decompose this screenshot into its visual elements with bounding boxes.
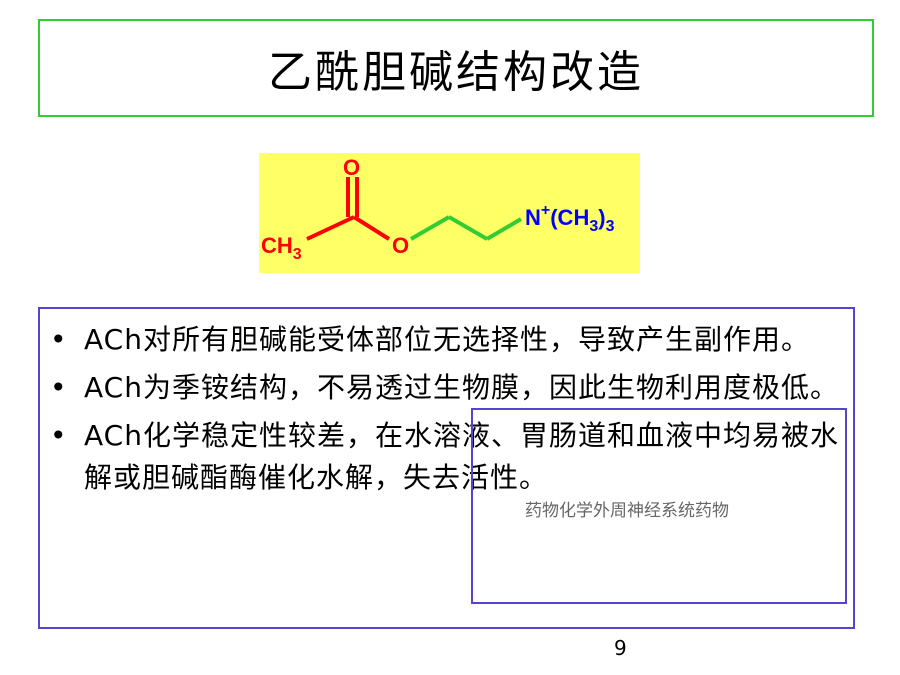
bond-o-ch2 bbox=[409, 215, 451, 241]
bullet-list: • ACh对所有胆碱能受体部位无选择性，导致产生副作用。 • ACh为季铵结构，… bbox=[40, 319, 853, 505]
structure-drawing: O O CH3 N+(CH3)3 bbox=[261, 155, 615, 263]
atom-ch3: CH3 bbox=[261, 233, 302, 263]
overlay-frame bbox=[471, 408, 847, 604]
bond-c-o-ester bbox=[352, 215, 391, 241]
bullet-text: ACh对所有胆碱能受体部位无选择性，导致产生副作用。 bbox=[84, 323, 810, 356]
atom-n-trimethyl: N+(CH3)3 bbox=[525, 202, 615, 235]
bullet-text: ACh化学稳定性较差，在水溶液、胃肠道和血液中均易被水解或胆碱酯酶催化水解，失去… bbox=[84, 419, 839, 494]
page-number: 9 bbox=[614, 636, 627, 660]
acetylcholine-structure: O O CH3 N+(CH3)3 bbox=[259, 153, 640, 273]
bond-ch3-c bbox=[306, 215, 355, 241]
bond-ch2-ch2 bbox=[447, 215, 489, 241]
bullet-marker: • bbox=[50, 419, 68, 452]
atom-o-ester: O bbox=[392, 233, 409, 258]
atom-o-carbonyl: O bbox=[343, 155, 360, 180]
bullet-item: • ACh对所有胆碱能受体部位无选择性，导致产生副作用。 bbox=[40, 319, 853, 361]
bullet-marker: • bbox=[50, 371, 68, 404]
bullet-item: • ACh为季铵结构，不易透过生物膜，因此生物利用度极低。 bbox=[40, 367, 853, 409]
bullet-text: ACh为季铵结构，不易透过生物膜，因此生物利用度极低。 bbox=[84, 371, 839, 404]
title-box: 乙酰胆碱结构改造 bbox=[38, 19, 874, 117]
slide-title: 乙酰胆碱结构改造 bbox=[268, 47, 644, 98]
overlay-caption: 药物化学外周神经系统药物 bbox=[525, 501, 729, 521]
content-box: • ACh对所有胆碱能受体部位无选择性，导致产生副作用。 • ACh为季铵结构，… bbox=[38, 307, 855, 629]
bullet-item: • ACh化学稳定性较差，在水溶液、胃肠道和血液中均易被水解或胆碱酯酶催化水解，… bbox=[40, 415, 853, 499]
bond-ch2-n bbox=[485, 217, 523, 241]
bullet-marker: • bbox=[50, 323, 68, 356]
